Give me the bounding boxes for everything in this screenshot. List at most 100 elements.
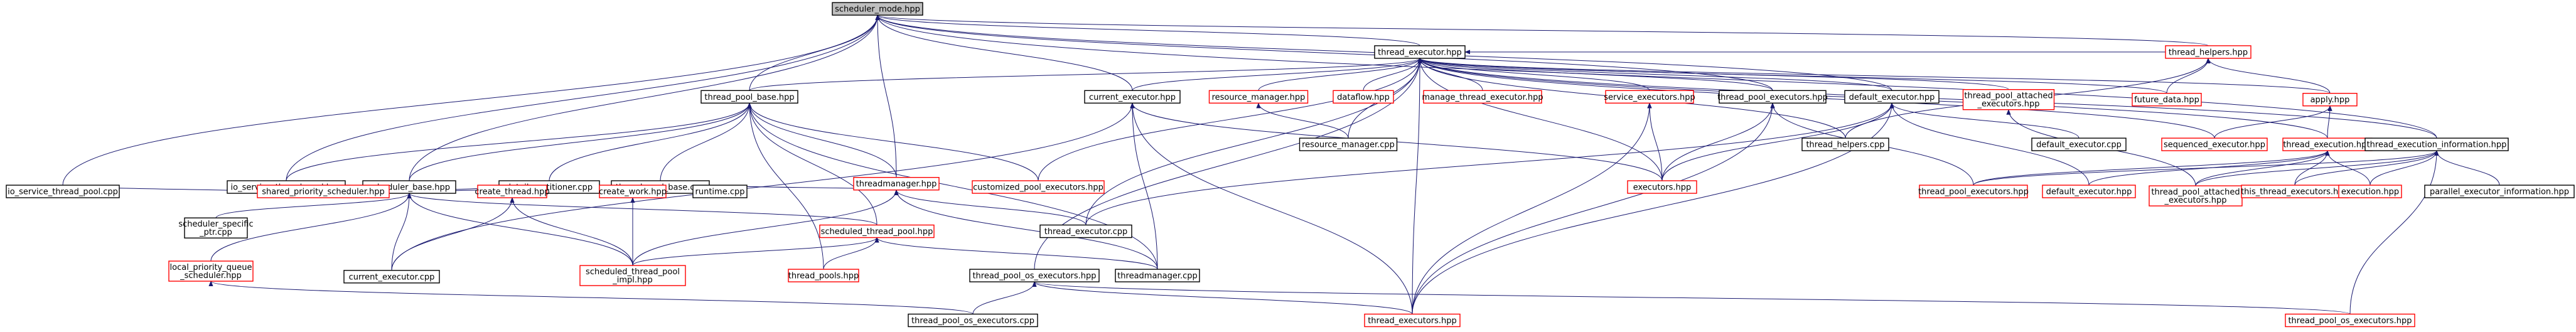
node-default-executor-hpp[interactable]: default_executor.hpp <box>1844 90 1940 104</box>
edge-thread-pool-executors-top-to-scheduler-mode <box>875 14 1773 91</box>
node-threadmanager-cpp[interactable]: threadmanager.cpp <box>1115 269 1200 282</box>
node-box <box>168 260 254 282</box>
node-manage-thread-executor[interactable]: manage_thread_executor.hpp <box>1422 90 1543 104</box>
node-resource-manager-cpp[interactable]: resource_manager.cpp <box>1299 137 1398 151</box>
node-executors-hpp[interactable]: executors.hpp <box>1627 180 1697 194</box>
edge-thread-pool-os-executors-right-to-thread-execution-information <box>2349 150 2439 314</box>
node-box <box>1374 45 1466 59</box>
node-label: _scheduler.hpp <box>180 271 242 281</box>
node-label: resource_manager.hpp <box>1212 93 1306 102</box>
edge-scheduler-specific-ptr-to-scheduler-base <box>215 193 412 218</box>
node-label: local_priority_queue <box>170 263 252 272</box>
node-io-service-thread-pool-cpp[interactable]: io_service_thread_pool.cpp <box>6 185 120 198</box>
node-label: shared_priority_scheduler.hpp <box>262 188 384 197</box>
node-label: dataflow.hpp <box>1337 93 1390 102</box>
node-thread-pool-attached-top[interactable]: thread_pool_attached_executors.hpp <box>1962 88 2055 110</box>
node-label: execution.hpp <box>2341 188 2399 197</box>
node-this-thread-executors[interactable]: this_thread_executors.hpp <box>2241 185 2349 198</box>
node-scheduler-mode[interactable]: scheduler_mode.hpp <box>832 2 923 16</box>
node-scheduler-specific-ptr[interactable]: scheduler_specific_ptr.cpp <box>178 217 254 238</box>
node-thread-pool-executors-mid[interactable]: thread_pool_executors.hpp <box>1918 185 2029 198</box>
node-label: sequenced_executor.hpp <box>2164 141 2265 150</box>
node-service-executors[interactable]: service_executors.hpp <box>1604 90 1695 104</box>
node-thread-helpers-cpp[interactable]: thread_helpers.cpp <box>1801 137 1889 151</box>
node-scheduled-thread-pool-hpp[interactable]: scheduled_thread_pool.hpp <box>819 224 935 238</box>
node-future-data[interactable]: future_data.hpp <box>2132 92 2202 107</box>
node-default-executor-hpp2[interactable]: default_executor.hpp <box>2042 185 2136 198</box>
node-label: apply.hpp <box>2310 95 2350 105</box>
node-thread-pool-base-hpp[interactable]: thread_pool_base.hpp <box>700 90 798 104</box>
edge-service-executors-to-thread-executor <box>1417 57 1650 91</box>
node-box <box>1084 90 1181 104</box>
node-current-executor-hpp[interactable]: current_executor.hpp <box>1084 90 1181 104</box>
edge-thread-pool-attached-mid-to-thread-execution-information <box>2195 150 2439 186</box>
edge-local-priority-queue-scheduler-to-scheduler-base <box>210 193 412 262</box>
node-box <box>2364 137 2509 151</box>
node-apply[interactable]: apply.hpp <box>2302 92 2358 107</box>
node-box <box>2285 313 2415 328</box>
edge-dataflow-to-thread-executor <box>1363 57 1422 91</box>
edge-thread-executors-hpp-to-thread-pool-os-executors-mid <box>1032 281 1413 314</box>
node-resource-manager-hpp[interactable]: resource_manager.hpp <box>1208 90 1309 104</box>
node-thread-helpers[interactable]: thread_helpers.hpp <box>2165 45 2251 59</box>
node-thread-executors-hpp[interactable]: thread_executors.hpp <box>1364 313 1461 328</box>
node-thread-pool-os-executors-right[interactable]: thread_pool_os_executors.hpp <box>2285 313 2415 328</box>
node-box <box>908 313 1038 328</box>
node-customized-pool-executors[interactable]: customized_pool_executors.hpp <box>972 180 1105 194</box>
node-label: threadmanager.cpp <box>1117 272 1198 281</box>
node-thread-pools[interactable]: thread_pools.hpp <box>788 269 859 282</box>
node-label: default_executor.cpp <box>2036 141 2122 150</box>
node-thread-pool-executors-top[interactable]: thread_pool_executors.hpp <box>1717 90 1828 104</box>
node-label: thread_pool_os_executors.cpp <box>911 316 1034 326</box>
node-runtime-cpp[interactable]: runtime.cpp <box>692 185 748 198</box>
edge-current-executor-cpp-to-create-thread <box>391 197 515 270</box>
edge-layer <box>62 14 2500 314</box>
node-current-executor-cpp[interactable]: current_executor.cpp <box>343 270 440 284</box>
edge-current-executor-cpp-to-scheduler-base <box>391 193 412 270</box>
node-box <box>1208 90 1309 104</box>
node-label: thread_execution_information.hpp <box>2367 141 2507 150</box>
node-box <box>2338 185 2402 198</box>
node-label: thread_executors.hpp <box>1368 316 1457 326</box>
edge-thread-pool-base-cpp-to-thread-pool-base-hpp <box>660 102 752 181</box>
node-sequenced-executor[interactable]: sequenced_executor.hpp <box>2161 137 2268 151</box>
node-box <box>1333 90 1394 104</box>
node-label: thread_pools.hpp <box>788 272 859 281</box>
edge-executors-hpp-to-thread-executor <box>1417 57 1663 181</box>
node-box <box>2132 92 2202 107</box>
node-create-thread[interactable]: create_thread.hpp <box>475 185 550 198</box>
edge-current-executor-hpp-to-thread-executor <box>1132 57 1422 91</box>
node-label: thread_pool_executors.hpp <box>1717 93 1828 102</box>
edge-scheduled-thread-pool-hpp-to-scheduler-base <box>407 193 877 225</box>
node-dataflow[interactable]: dataflow.hpp <box>1333 90 1394 104</box>
node-thread-execution-information[interactable]: thread_execution_information.hpp <box>2364 137 2509 151</box>
node-thread-execution[interactable]: thread_execution.hpp <box>2282 137 2373 151</box>
node-box <box>477 185 547 198</box>
node-shared-priority-scheduler[interactable]: shared_priority_scheduler.hpp <box>257 185 390 198</box>
node-local-priority-queue-scheduler[interactable]: local_priority_queue_scheduler.hpp <box>168 260 254 282</box>
node-scheduled-thread-pool-impl[interactable]: scheduled_thread_pool_impl.hpp <box>579 265 686 286</box>
node-box <box>788 269 859 282</box>
node-thread-pool-os-executors-mid[interactable]: thread_pool_os_executors.hpp <box>969 269 1100 282</box>
node-thread-pool-attached-mid[interactable]: thread_pool_attached_executors.hpp <box>2149 185 2243 206</box>
edge-thread-pool-os-executors-cpp-to-local-priority-queue-scheduler <box>208 281 974 314</box>
node-thread-pool-os-executors-cpp[interactable]: thread_pool_os_executors.cpp <box>908 313 1038 328</box>
node-label: future_data.hpp <box>2134 95 2199 105</box>
node-label: parallel_executor_information.hpp <box>2430 188 2569 197</box>
edge-executors-hpp-to-thread-pool-executors-top <box>1661 102 1775 181</box>
edge-threadmanager-cpp-to-current-executor-hpp <box>1130 102 1158 270</box>
node-thread-executor[interactable]: thread_executor.hpp <box>1374 45 1466 59</box>
node-thread-executor-cpp[interactable]: thread_executor.cpp <box>1039 224 1132 238</box>
edge-executors-hpp-to-service-executors <box>1647 102 1663 181</box>
edge-thread-execution-to-apply <box>2327 105 2332 139</box>
node-label: scheduler_mode.hpp <box>835 5 920 14</box>
node-label: scheduled_thread_pool.hpp <box>821 227 933 237</box>
node-execution-hpp[interactable]: execution.hpp <box>2338 185 2402 198</box>
node-default-executor-cpp[interactable]: default_executor.cpp <box>2031 137 2127 151</box>
node-parallel-executor-information[interactable]: parallel_executor_information.hpp <box>2424 185 2575 198</box>
node-threadmanager-hpp[interactable]: threadmanager.hpp <box>853 177 940 191</box>
node-label: default_executor.hpp <box>2046 188 2132 197</box>
node-create-work[interactable]: create_work.hpp <box>599 185 667 198</box>
